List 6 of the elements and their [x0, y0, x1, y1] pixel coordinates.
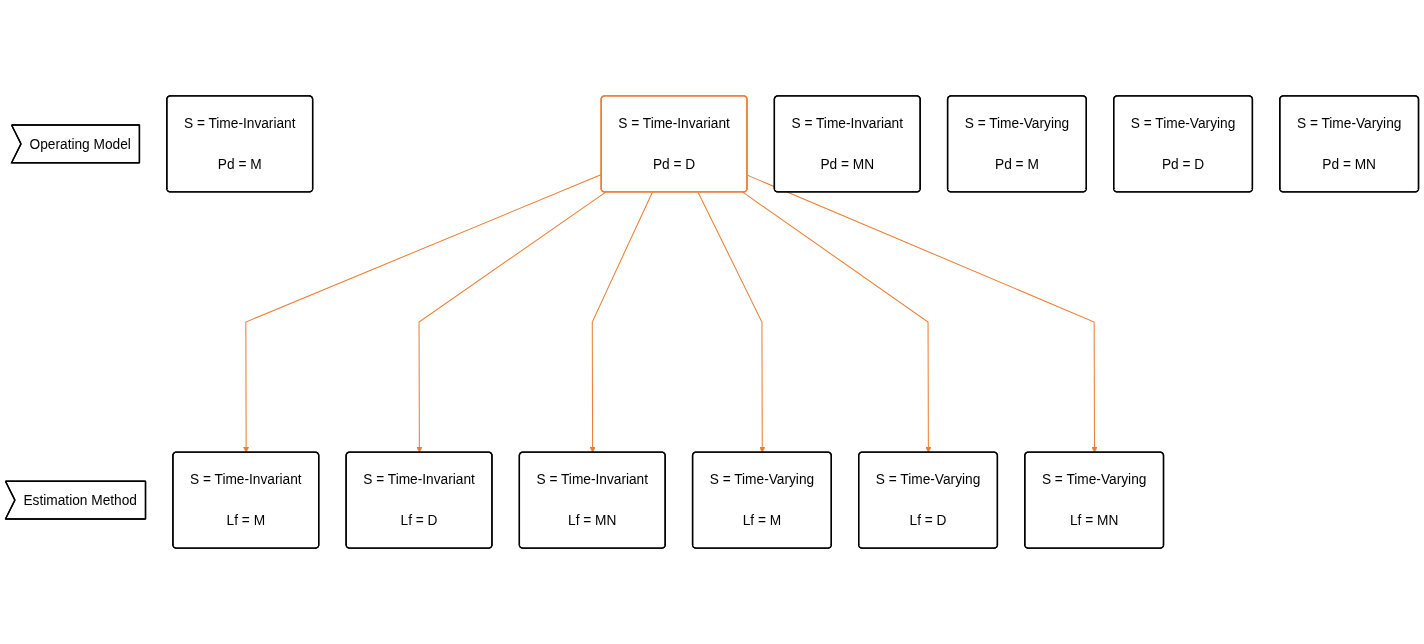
arrow — [742, 191, 932, 453]
arrow — [589, 191, 653, 453]
arrow — [746, 174, 1098, 453]
arrow — [416, 191, 607, 453]
arrow — [697, 191, 766, 453]
arrow — [243, 174, 602, 453]
